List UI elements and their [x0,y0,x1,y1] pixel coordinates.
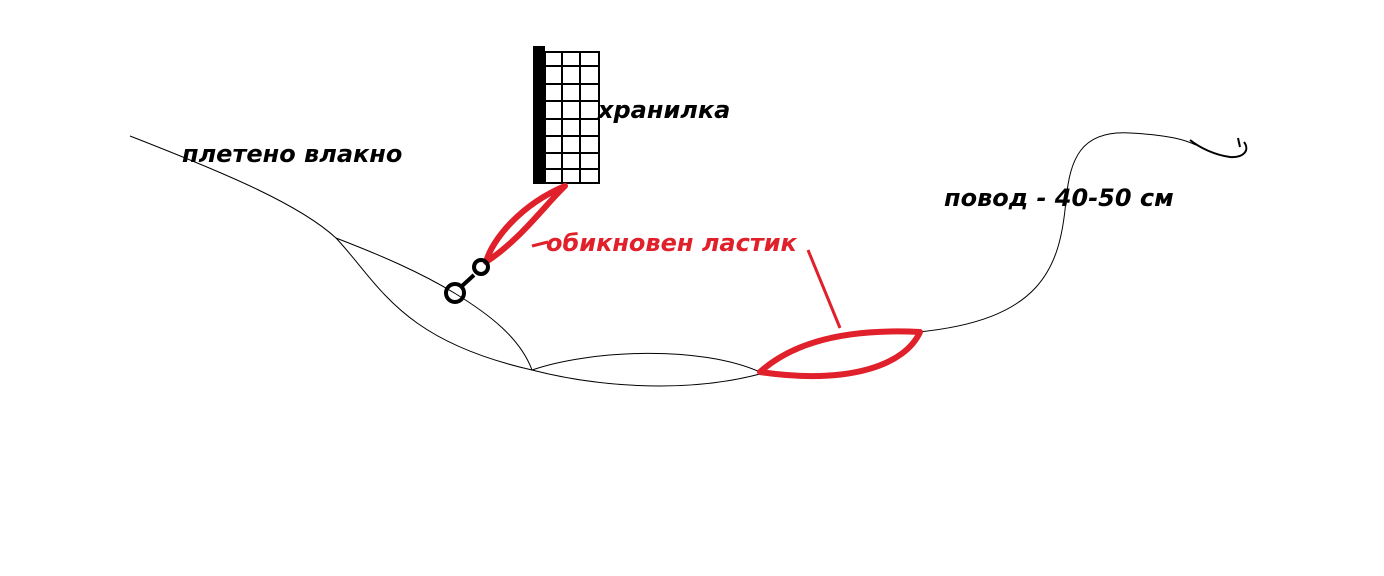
braided-line-label: плетено влакно [182,140,403,168]
rubber-band-label: обикновен ластик [546,229,797,257]
braided-line [129,135,761,387]
swivel-icon [444,258,490,304]
feeder-branch-line [335,237,457,295]
rubber-band-pointer [806,249,842,329]
hook-icon [1189,137,1248,159]
label-pointer-stub [531,240,549,248]
swivel-to-junction-line [455,293,533,371]
upper-arc-line [531,352,761,373]
feeder-cage-icon [533,46,600,184]
main-rubber-band [757,328,923,380]
feeder-label: хранилка [598,96,731,124]
leader-line [917,132,1197,333]
leader-label: повод - 40-50 см [944,184,1174,212]
